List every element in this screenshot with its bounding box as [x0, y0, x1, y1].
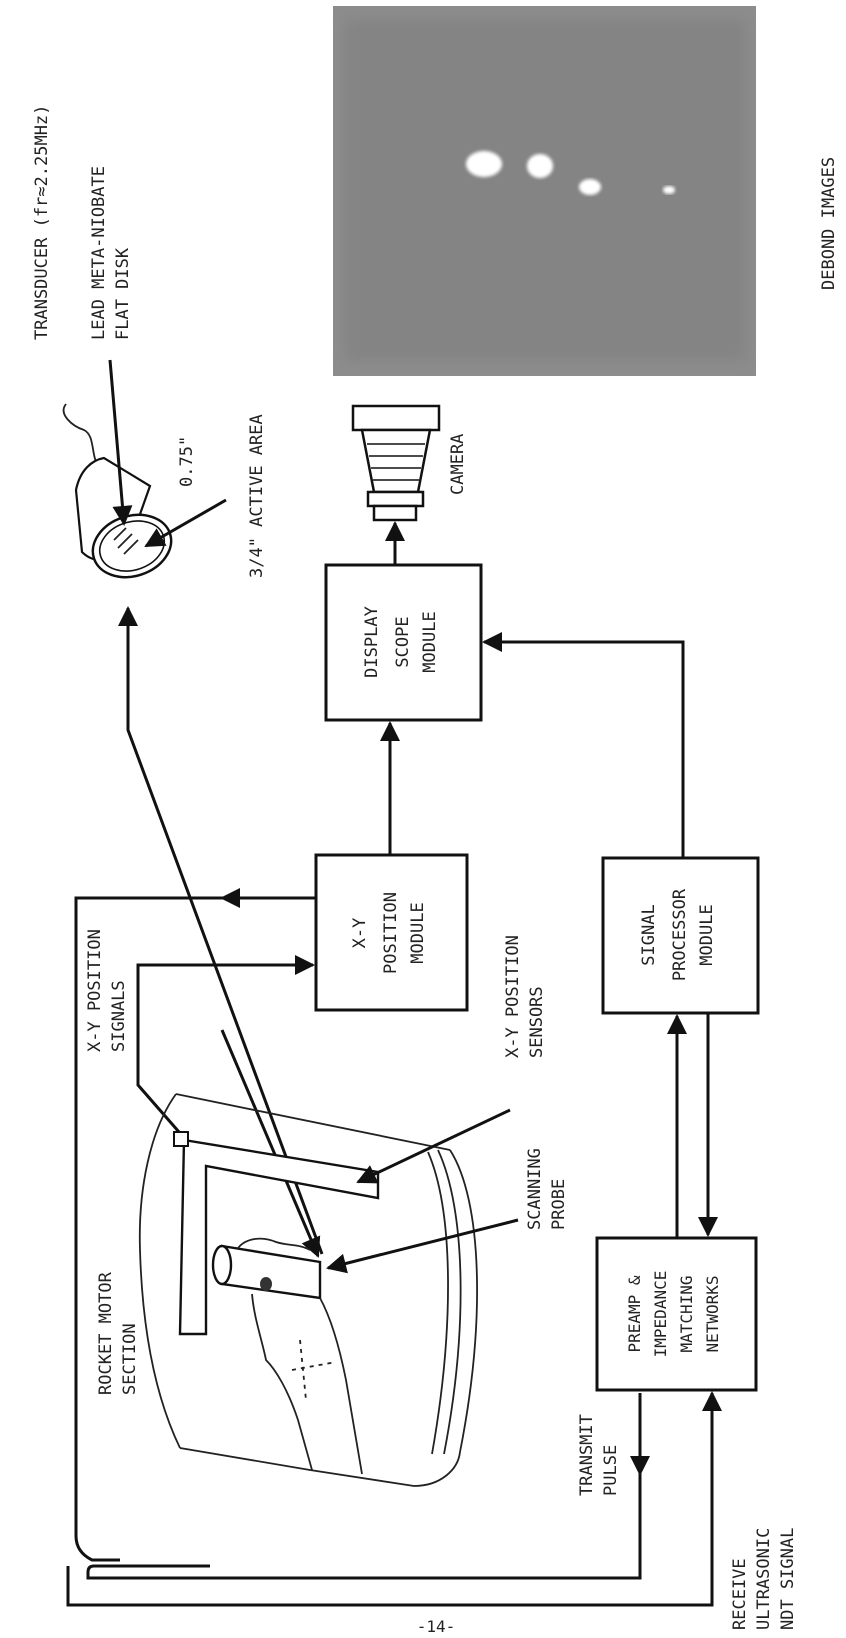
xy-signals-label: X-Y POSITION SIGNALS [85, 929, 129, 1052]
debond-image-photo [333, 6, 756, 376]
svg-text:PULSE: PULSE [601, 1445, 621, 1496]
svg-text:POSITION: POSITION [381, 892, 401, 974]
svg-text:NDT SIGNAL: NDT SIGNAL [778, 1528, 798, 1630]
svg-text:SCOPE: SCOPE [393, 616, 413, 667]
receive-signal-label: RECEIVE ULTRASONIC NDT SIGNAL [730, 1528, 798, 1630]
debond-spot [466, 151, 502, 177]
debond-images-label: DEBOND IMAGES [819, 157, 839, 290]
debond-spot [663, 186, 675, 194]
svg-text:RECEIVE: RECEIVE [730, 1558, 750, 1630]
transducer-scan-arrow [222, 1030, 318, 1256]
receive-signal-wire [68, 1393, 712, 1605]
rocket-motor-section-sketch [140, 1094, 477, 1486]
svg-text:PROCESSOR: PROCESSOR [670, 888, 690, 981]
svg-text:X-Y POSITION: X-Y POSITION [503, 935, 523, 1058]
svg-text:X-Y POSITION: X-Y POSITION [85, 929, 105, 1052]
svg-text:ROCKET MOTOR: ROCKET MOTOR [96, 1271, 116, 1395]
svg-text:NETWORKS: NETWORKS [703, 1275, 722, 1352]
processor-to-display-wire [484, 642, 683, 858]
svg-text:MODULE: MODULE [420, 611, 440, 672]
transmit-pulse-wire [88, 1393, 640, 1578]
transmit-pulse-label: TRANSMIT PULSE [577, 1414, 621, 1496]
svg-text:ULTRASONIC: ULTRASONIC [754, 1528, 774, 1630]
svg-text:MODULE: MODULE [697, 904, 717, 965]
transducer-label: TRANSDUCER (fr≈2.25MHz) [32, 105, 52, 340]
svg-text:FLAT DISK: FLAT DISK [113, 247, 133, 340]
svg-text:SCANNING: SCANNING [525, 1148, 545, 1230]
dimension-label: 0.75" [177, 436, 197, 487]
svg-text:MODULE: MODULE [408, 902, 428, 963]
active-area-label: 3/4" ACTIVE AREA [247, 414, 267, 578]
svg-text:SENSORS: SENSORS [527, 986, 547, 1058]
svg-text:MATCHING: MATCHING [677, 1275, 696, 1352]
lead-disk-label: LEAD META-NIOBATE FLAT DISK [89, 166, 133, 340]
svg-text:SIGNAL: SIGNAL [639, 904, 659, 965]
debond-spot [527, 154, 553, 178]
camera-icon [353, 406, 439, 520]
debond-spot [579, 179, 601, 195]
svg-text:LEAD META-NIOBATE: LEAD META-NIOBATE [89, 166, 109, 340]
svg-text:IMPEDANCE: IMPEDANCE [651, 1271, 670, 1358]
svg-text:SIGNALS: SIGNALS [109, 980, 129, 1052]
svg-text:TRANSMIT: TRANSMIT [577, 1414, 597, 1496]
svg-text:X-Y: X-Y [350, 918, 370, 949]
scanning-probe-leader [328, 1220, 518, 1268]
svg-text:PROBE: PROBE [549, 1179, 569, 1230]
scanning-probe-label: SCANNING PROBE [525, 1148, 569, 1230]
svg-text:PREAMP &: PREAMP & [625, 1275, 644, 1352]
camera-label: CAMERA [448, 434, 468, 495]
display-scope-module-label: DISPLAY SCOPE MODULE [362, 606, 440, 678]
rocket-motor-label: ROCKET MOTOR SECTION [96, 1271, 140, 1395]
page-number: -14- [417, 1617, 456, 1636]
xy-sensors-label: X-Y POSITION SENSORS [503, 935, 547, 1058]
svg-text:SECTION: SECTION [120, 1323, 140, 1395]
svg-text:DISPLAY: DISPLAY [362, 606, 382, 678]
